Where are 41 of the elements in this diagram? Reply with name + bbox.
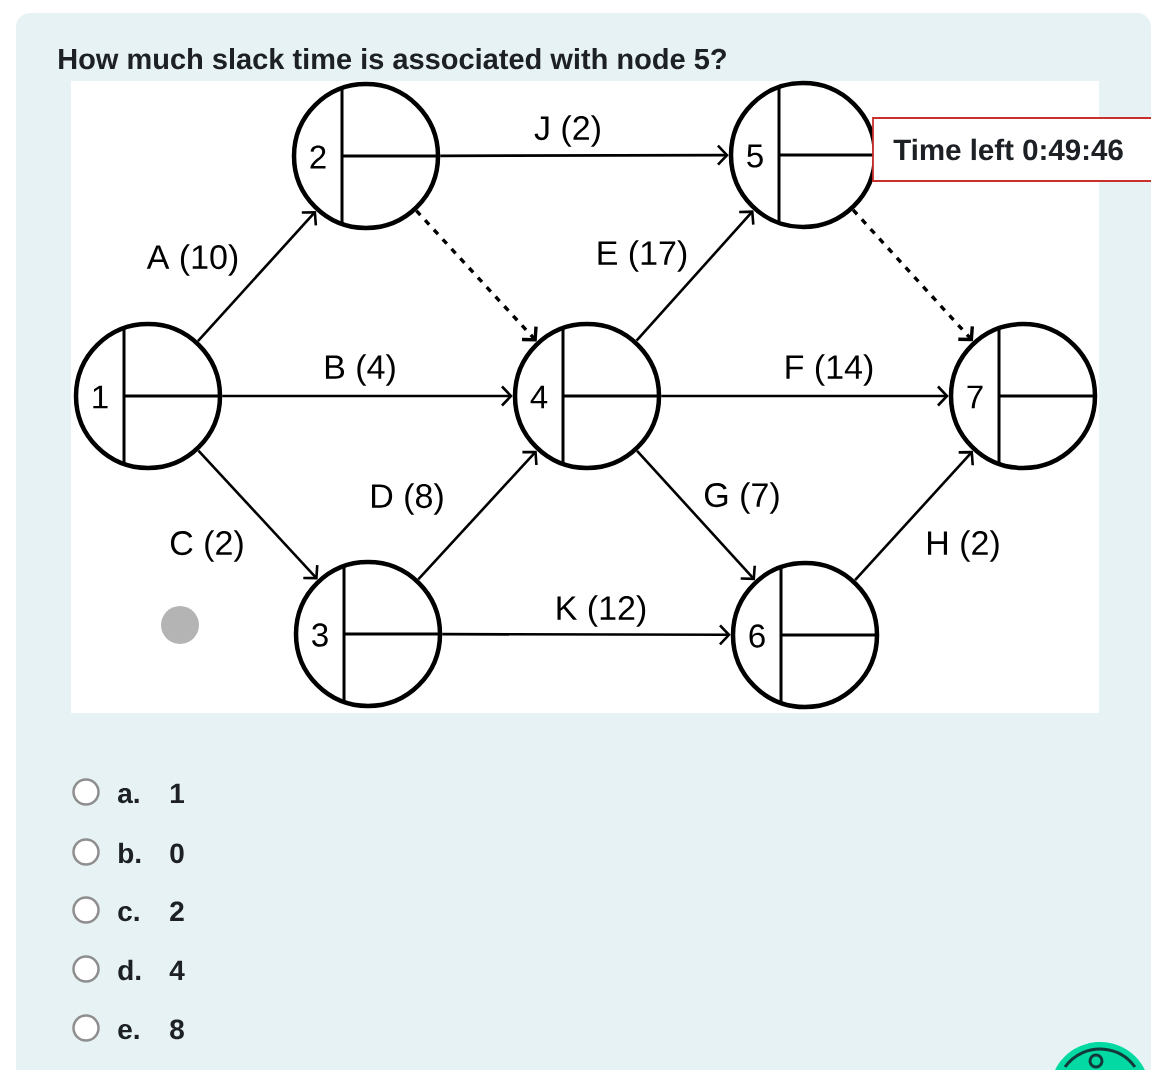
edge-label: G (7) — [702, 481, 782, 515]
option-text: 1 — [170, 783, 184, 803]
option-text: 8 — [170, 1019, 184, 1040]
node-number: 7 — [967, 385, 983, 409]
node-number: 4 — [530, 385, 548, 409]
arrow — [440, 144, 729, 166]
edge-label: A (10) — [145, 243, 241, 277]
edge-label: J (2) — [533, 114, 603, 148]
arrow — [854, 450, 974, 581]
timer-box: Time left 0:49:46 — [872, 117, 1151, 182]
option-letter: d. — [118, 959, 141, 981]
arrow — [196, 210, 318, 342]
option-text: 4 — [169, 960, 185, 980]
arrow — [635, 210, 755, 342]
node-number: 5 — [747, 144, 763, 168]
edge-label: E (17) — [594, 239, 690, 273]
node-number: 1 — [93, 385, 108, 409]
node-number: 2 — [310, 145, 326, 169]
dashed-arrow — [851, 208, 974, 342]
option-letter: c. — [118, 905, 139, 922]
edge-label: H (2) — [924, 529, 1002, 563]
dashed-arrow — [415, 209, 538, 342]
edge-label: B (4) — [322, 353, 398, 387]
option-text: 0 — [170, 843, 184, 864]
arrow — [222, 385, 513, 407]
question-title: How much slack time is associated with node 5? — [59, 48, 726, 70]
option-letter: a. — [118, 787, 139, 804]
arrow — [442, 624, 731, 646]
edge-label: C (2) — [168, 529, 246, 563]
node-number: 3 — [312, 623, 328, 647]
arrow — [661, 385, 949, 407]
option-letter: b. — [119, 842, 141, 864]
arrow — [636, 449, 756, 581]
option-text: 2 — [170, 901, 184, 921]
option-letter: e. — [118, 1023, 139, 1040]
arrow — [417, 450, 538, 581]
node-number: 6 — [749, 624, 765, 648]
arrow — [197, 449, 319, 580]
edge-label: K (12) — [553, 594, 649, 628]
edge-label: F (14) — [782, 353, 876, 387]
edge-label: D (8) — [368, 482, 446, 516]
